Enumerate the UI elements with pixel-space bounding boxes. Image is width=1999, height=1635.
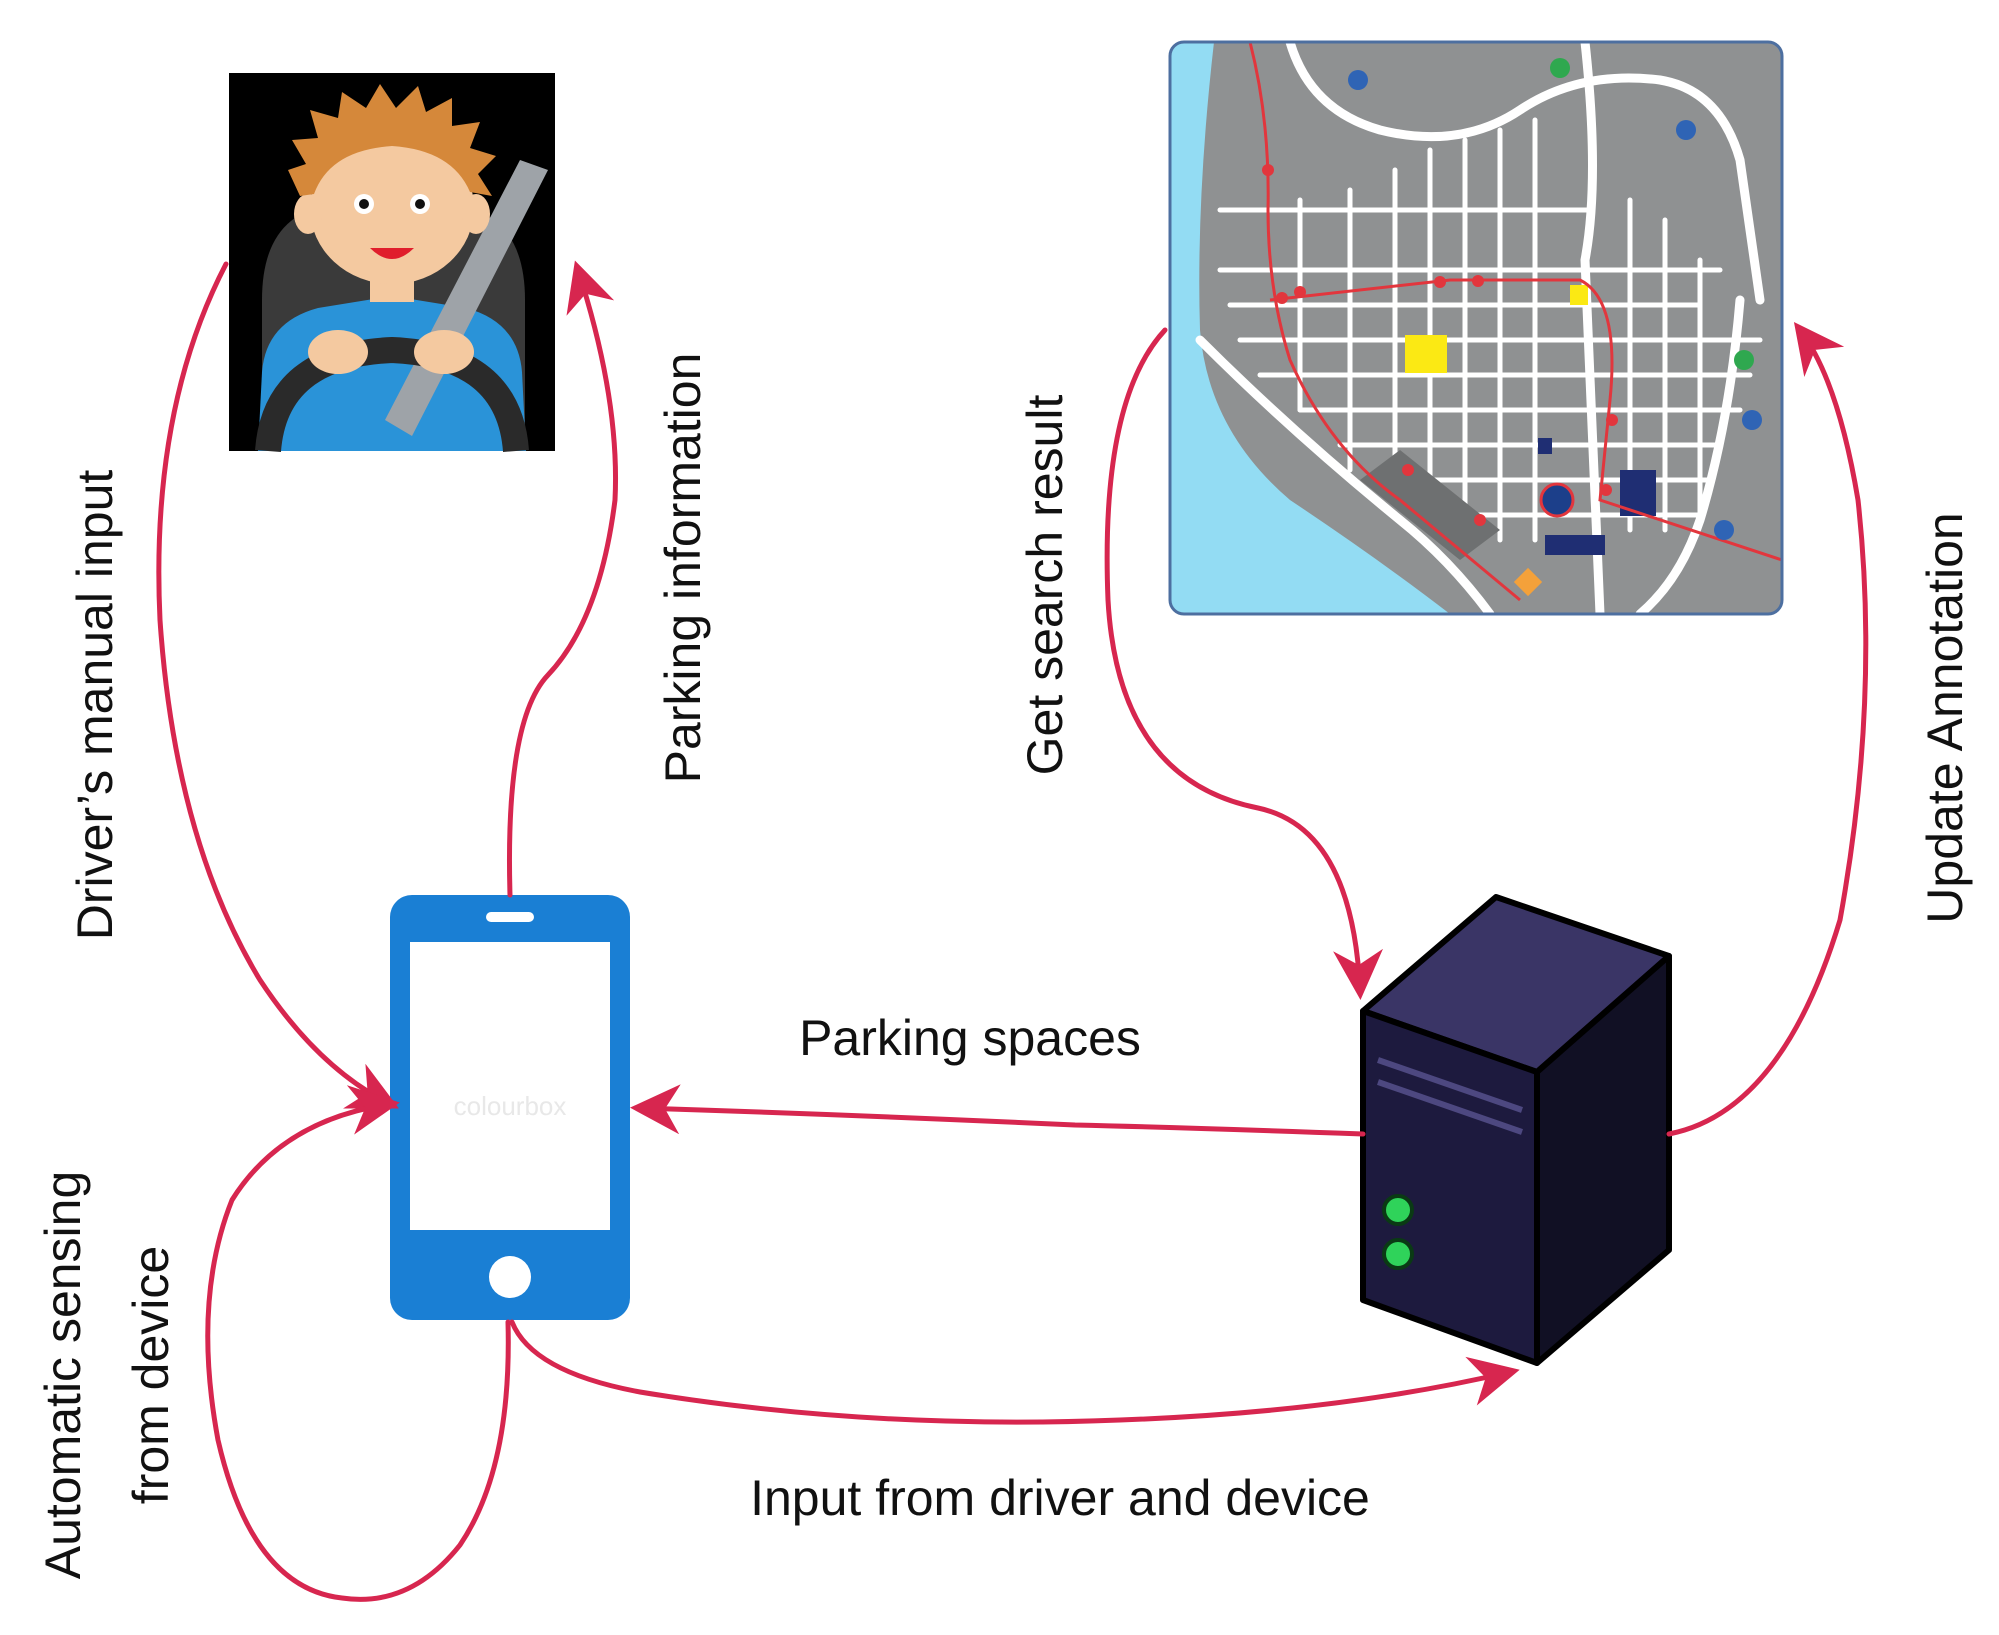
map-stop bbox=[1606, 414, 1618, 426]
label-update-annotation: Update Annotation bbox=[1917, 512, 1973, 923]
map-freeway-north bbox=[1285, 42, 1765, 305]
map-freeway-shield bbox=[1734, 350, 1754, 370]
steering-wheel bbox=[255, 336, 529, 453]
label-drivers-manual-input: Driver’s manual input bbox=[67, 470, 123, 941]
driver-hair bbox=[288, 84, 496, 196]
phone-speaker bbox=[486, 912, 534, 922]
driver-right-pupil bbox=[415, 199, 425, 209]
server-light-1 bbox=[1382, 1194, 1414, 1226]
label-parking-spaces: Parking spaces bbox=[799, 1010, 1141, 1066]
city-map-icon bbox=[1170, 42, 1782, 614]
map-freeway-shield bbox=[1676, 120, 1696, 140]
map-stop bbox=[1600, 484, 1612, 496]
arrow-automatic-sensing bbox=[205, 1085, 511, 1602]
server-icon bbox=[1360, 894, 1672, 1366]
map-stop bbox=[1262, 164, 1274, 176]
label-automatic-sensing-line1: Automatic sensing bbox=[35, 1171, 91, 1580]
map-trolley-stops bbox=[1262, 164, 1618, 526]
phone-home-button bbox=[489, 1256, 531, 1298]
map-freeway-east bbox=[1635, 295, 1745, 614]
driver-left-hand bbox=[308, 330, 368, 374]
driver-left-pupil bbox=[359, 199, 369, 209]
server-side bbox=[1534, 953, 1672, 1366]
arrow-input-from-driver-and-device bbox=[509, 1319, 1520, 1425]
label-get-search-result: Get search result bbox=[1017, 395, 1073, 776]
map-trolley-route-2 bbox=[1269, 278, 1782, 562]
label-automatic-sensing-line2: from device bbox=[123, 1246, 179, 1504]
map-trolley-route-1 bbox=[1248, 42, 1521, 602]
driver-face bbox=[310, 132, 474, 284]
map-freeway-shield bbox=[1714, 520, 1734, 540]
driver-right-hand bbox=[414, 330, 474, 374]
map-parking-garage-2 bbox=[1570, 285, 1588, 305]
map-rail-yard bbox=[1360, 450, 1500, 560]
map-ballpark-marker bbox=[1539, 482, 1575, 518]
server-light-2 bbox=[1382, 1238, 1414, 1270]
map-parking-garage-3 bbox=[1538, 438, 1552, 454]
arrow-drivers-manual-input bbox=[156, 261, 399, 1109]
server-slot bbox=[1377, 1057, 1523, 1113]
driver-left-ear bbox=[294, 194, 322, 234]
driver-icon bbox=[229, 73, 555, 453]
map-stop bbox=[1294, 286, 1306, 298]
arrow-get-search-result bbox=[1104, 327, 1383, 1000]
map-parking-garage-1 bbox=[1405, 335, 1447, 373]
map-parking-garage-5 bbox=[1545, 535, 1605, 555]
map-freeway-shield bbox=[1348, 70, 1368, 90]
server-slot bbox=[1377, 1079, 1523, 1135]
label-parking-information: Parking information bbox=[655, 353, 711, 784]
smartphone-icon: colourbox bbox=[390, 895, 630, 1320]
phone-screen bbox=[410, 942, 610, 1230]
map-freeway-shield bbox=[1742, 410, 1762, 430]
map-harbor-drive bbox=[1195, 335, 1495, 614]
phone-watermark: colourbox bbox=[454, 1091, 567, 1121]
map-stop bbox=[1472, 275, 1484, 287]
map-parking-garage-6 bbox=[1513, 567, 1543, 597]
arrow-parking-information bbox=[507, 260, 619, 898]
driver-right-ear bbox=[462, 194, 490, 234]
map-stop bbox=[1402, 464, 1414, 476]
map-stop bbox=[1276, 292, 1288, 304]
arrow-parking-spaces bbox=[630, 1084, 1366, 1137]
map-freeway-shield bbox=[1550, 58, 1570, 78]
map-stop bbox=[1474, 514, 1486, 526]
label-input-from-driver-and-device: Input from driver and device bbox=[750, 1470, 1370, 1526]
driver-mouth bbox=[370, 248, 414, 259]
map-water bbox=[1170, 42, 1450, 614]
map-stop bbox=[1434, 276, 1446, 288]
arrow-update-annotation bbox=[1666, 322, 1869, 1137]
map-frame bbox=[1168, 40, 1784, 616]
map-freeway-5 bbox=[1580, 42, 1605, 614]
